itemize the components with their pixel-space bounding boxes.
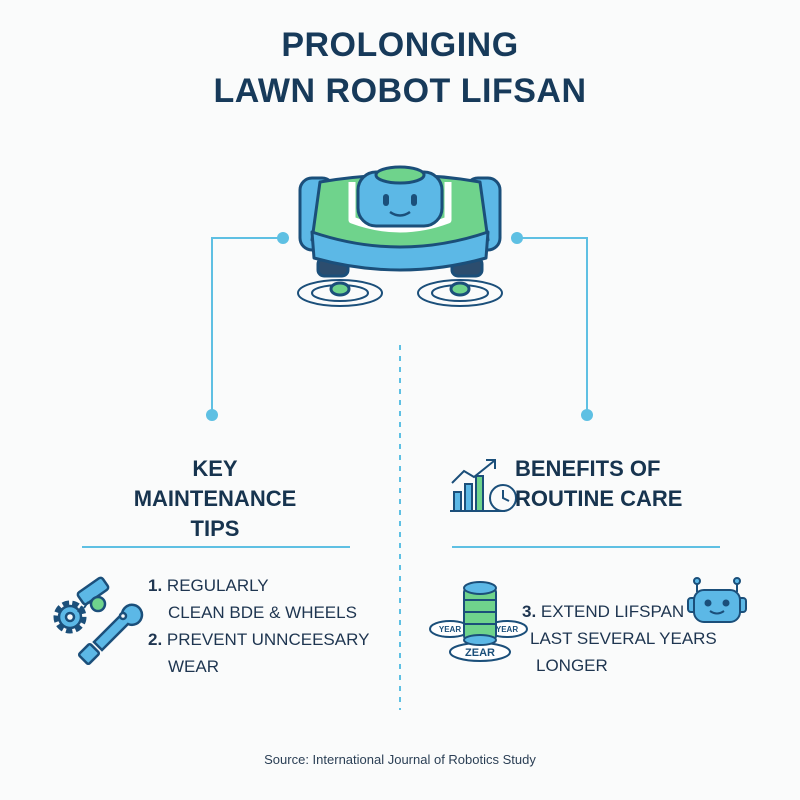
maintenance-tips-list: 1. REGULARLY CLEAN BDE & WHEELS 2. PREVE… xyxy=(148,572,369,680)
item-text-continued: LONGER xyxy=(536,656,608,675)
item-text: EXTEND LIFSPAN xyxy=(540,602,685,621)
item-text-continued: CLEAN BDE & WHEELS xyxy=(168,603,357,622)
growth-chart-clock-icon xyxy=(450,459,517,512)
benefits-list: 3. EXTEND LIFSPAN LAST SEVERAL YEARS LON… xyxy=(522,598,717,679)
benefits-heading: BENEFITS OF ROUTINE CARE xyxy=(515,454,715,514)
list-item: 1. REGULARLY xyxy=(148,572,369,599)
maintenance-heading-line-2: MAINTENANCE xyxy=(133,486,297,511)
title-line-2: LAWN ROBOT LIFSAN xyxy=(213,72,587,110)
gear-icon xyxy=(53,600,87,634)
lawn-robot-icon xyxy=(297,165,503,307)
item-text: PREVENT UNNCEESARY xyxy=(166,630,370,649)
maintenance-heading-line-3: TIPS xyxy=(190,516,240,541)
coin-label-left: YEAR xyxy=(439,625,461,634)
title-line-1: PROLONGING xyxy=(281,26,519,64)
robot-face-icon xyxy=(687,577,747,623)
connector-lines xyxy=(211,237,588,710)
list-item: 2. PREVENT UNNCEESARY xyxy=(148,626,369,653)
source-citation: Source: International Journal of Robotic… xyxy=(264,752,536,767)
coin-label-center: ZEAR xyxy=(465,647,495,659)
brush-icon xyxy=(76,576,110,613)
wrench-icon xyxy=(77,603,144,666)
left-divider xyxy=(82,546,350,548)
maintenance-heading: KEY MAINTENANCE TIPS xyxy=(90,454,340,544)
connector-dots xyxy=(206,232,593,421)
page-title: PROLONGING LAWN ROBOT LIFSAN xyxy=(0,22,800,114)
item-number: 2. xyxy=(148,630,163,649)
item-text: REGULARLY xyxy=(166,576,269,595)
list-item: 3. EXTEND LIFSPAN xyxy=(522,598,717,625)
item-text-continued: LAST SEVERAL YEARS xyxy=(530,629,717,648)
item-number: 1. xyxy=(148,576,163,595)
item-number: 3. xyxy=(522,602,537,621)
benefits-heading-line-2: ROUTINE CARE xyxy=(515,486,683,511)
coin-stack-icon xyxy=(429,581,528,662)
benefits-heading-line-1: BENEFITS OF xyxy=(515,456,661,481)
item-text-continued: WEAR xyxy=(168,657,219,676)
maintenance-heading-line-1: KEY xyxy=(192,456,238,481)
right-divider xyxy=(452,546,720,548)
coin-label-right: YEAR xyxy=(496,625,518,634)
